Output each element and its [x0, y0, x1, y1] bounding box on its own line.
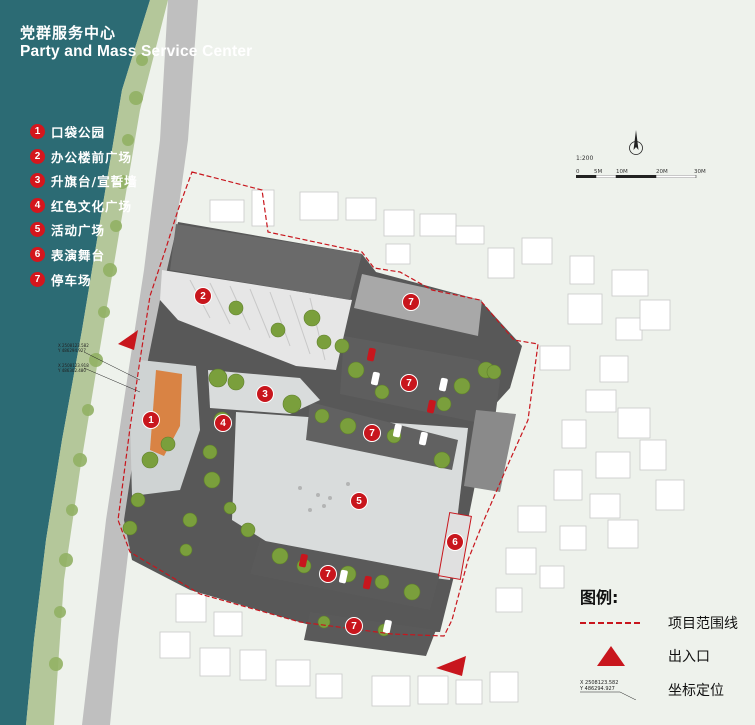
entrance-south-icon: [436, 656, 466, 676]
title-cn: 党群服务中心: [20, 24, 117, 42]
map-marker-5[interactable]: 5: [350, 492, 368, 510]
key-title: 图例:: [580, 588, 619, 607]
zone-number: 4: [30, 197, 45, 213]
map-marker-4[interactable]: 4: [214, 414, 232, 432]
zone-item: 7 停车场: [30, 270, 138, 289]
zone-label: 升旗台/宣誓墙: [51, 174, 138, 190]
zone-label: 办公楼前广场: [51, 149, 133, 165]
entrance-triangle-icon: [597, 646, 625, 666]
coord-sample-y: Y 486294.927: [580, 686, 615, 692]
map-marker-3[interactable]: 3: [256, 385, 274, 403]
zone-item: 3 升旗台/宣誓墙: [30, 171, 138, 190]
map-marker-1[interactable]: 1: [142, 411, 160, 429]
zone-number: 6: [30, 246, 45, 262]
coord-y: Y 486294.927: [58, 348, 86, 353]
title-en: Party and Mass Service Center: [20, 43, 253, 60]
map-marker-7[interactable]: 7: [345, 617, 363, 635]
coordinate-symbol: X 2508123.582 Y 486294.927: [580, 680, 642, 700]
map-marker-7[interactable]: 7: [319, 565, 337, 583]
key-row-coordinate: X 2508123.582 Y 486294.927 坐标定位: [580, 680, 724, 700]
zone-label: 红色文化广场: [51, 198, 133, 214]
zone-label: 口袋公园: [51, 125, 106, 140]
scale-tick: 0: [576, 169, 580, 175]
map-marker-6[interactable]: 6: [446, 533, 464, 551]
stage-building: [464, 410, 516, 492]
north-arrow-icon: [629, 130, 643, 155]
scale-tick: 20M: [656, 169, 668, 175]
coordinate-leader-icon: [580, 691, 637, 700]
zone-number: 2: [30, 148, 45, 164]
zone-item: 5 活动广场: [30, 220, 138, 239]
map-coordinate: X 2508123.918 Y 486302.480: [58, 363, 89, 373]
coord-x: X 2508123.582: [58, 343, 89, 348]
coordinate-label: 坐标定位: [668, 683, 724, 699]
scale-ratio: 1:200: [576, 155, 594, 162]
scale-tick: 30M: [694, 169, 706, 175]
scale-tick: 5M: [594, 169, 603, 175]
map-marker-7[interactable]: 7: [400, 374, 418, 392]
parking-ne: [340, 336, 500, 426]
zone-legend: 1 口袋公园 2 办公楼前广场 3 升旗台/宣誓墙 4 红色文化广场 5 活动广场 6 表演…: [30, 122, 138, 294]
key-row-entrance: 出入口: [580, 646, 710, 666]
zone-number: 1: [30, 124, 45, 139]
zone-item: 4 红色文化广场: [30, 196, 138, 215]
map-marker-7[interactable]: 7: [402, 293, 420, 311]
office-building: [170, 224, 362, 300]
zone-number: 5: [30, 222, 45, 238]
scale-bar-graphic: [576, 175, 697, 178]
coord-sample-x: X 2508123.582: [580, 680, 619, 686]
zone-label: 停车场: [51, 272, 92, 288]
parking-sw: [304, 612, 436, 656]
scale-bar: 1:200 0 5M 10M 20M 30M: [576, 155, 706, 185]
entrance-label: 出入口: [668, 649, 710, 665]
zone-item: 2 办公楼前广场: [30, 147, 138, 166]
parked-cars: [298, 347, 448, 634]
coord-y: Y 486302.480: [58, 368, 86, 373]
key-row-boundary: 项目范围线: [580, 613, 738, 633]
boundary-label: 项目范围线: [668, 616, 738, 632]
zone-label: 活动广场: [51, 223, 106, 239]
zone-number: 3: [30, 173, 45, 189]
zone-item: 1 口袋公园: [30, 122, 138, 141]
zone-item: 6 表演舞台: [30, 245, 138, 264]
surrounding-buildings: [159, 189, 685, 707]
zone-label: 表演舞台: [51, 247, 106, 263]
scale-tick: 10M: [616, 169, 628, 175]
map-marker-2[interactable]: 2: [194, 287, 212, 305]
entrance-west-icon: [118, 330, 138, 350]
map-coordinate: X 2508123.582 Y 486294.927: [58, 343, 89, 353]
project-boundary: [117, 171, 539, 637]
map-marker-7[interactable]: 7: [363, 424, 381, 442]
boundary-line-icon: [580, 622, 642, 624]
coord-x: X 2508123.918: [58, 363, 89, 368]
zone-number: 7: [30, 271, 45, 287]
